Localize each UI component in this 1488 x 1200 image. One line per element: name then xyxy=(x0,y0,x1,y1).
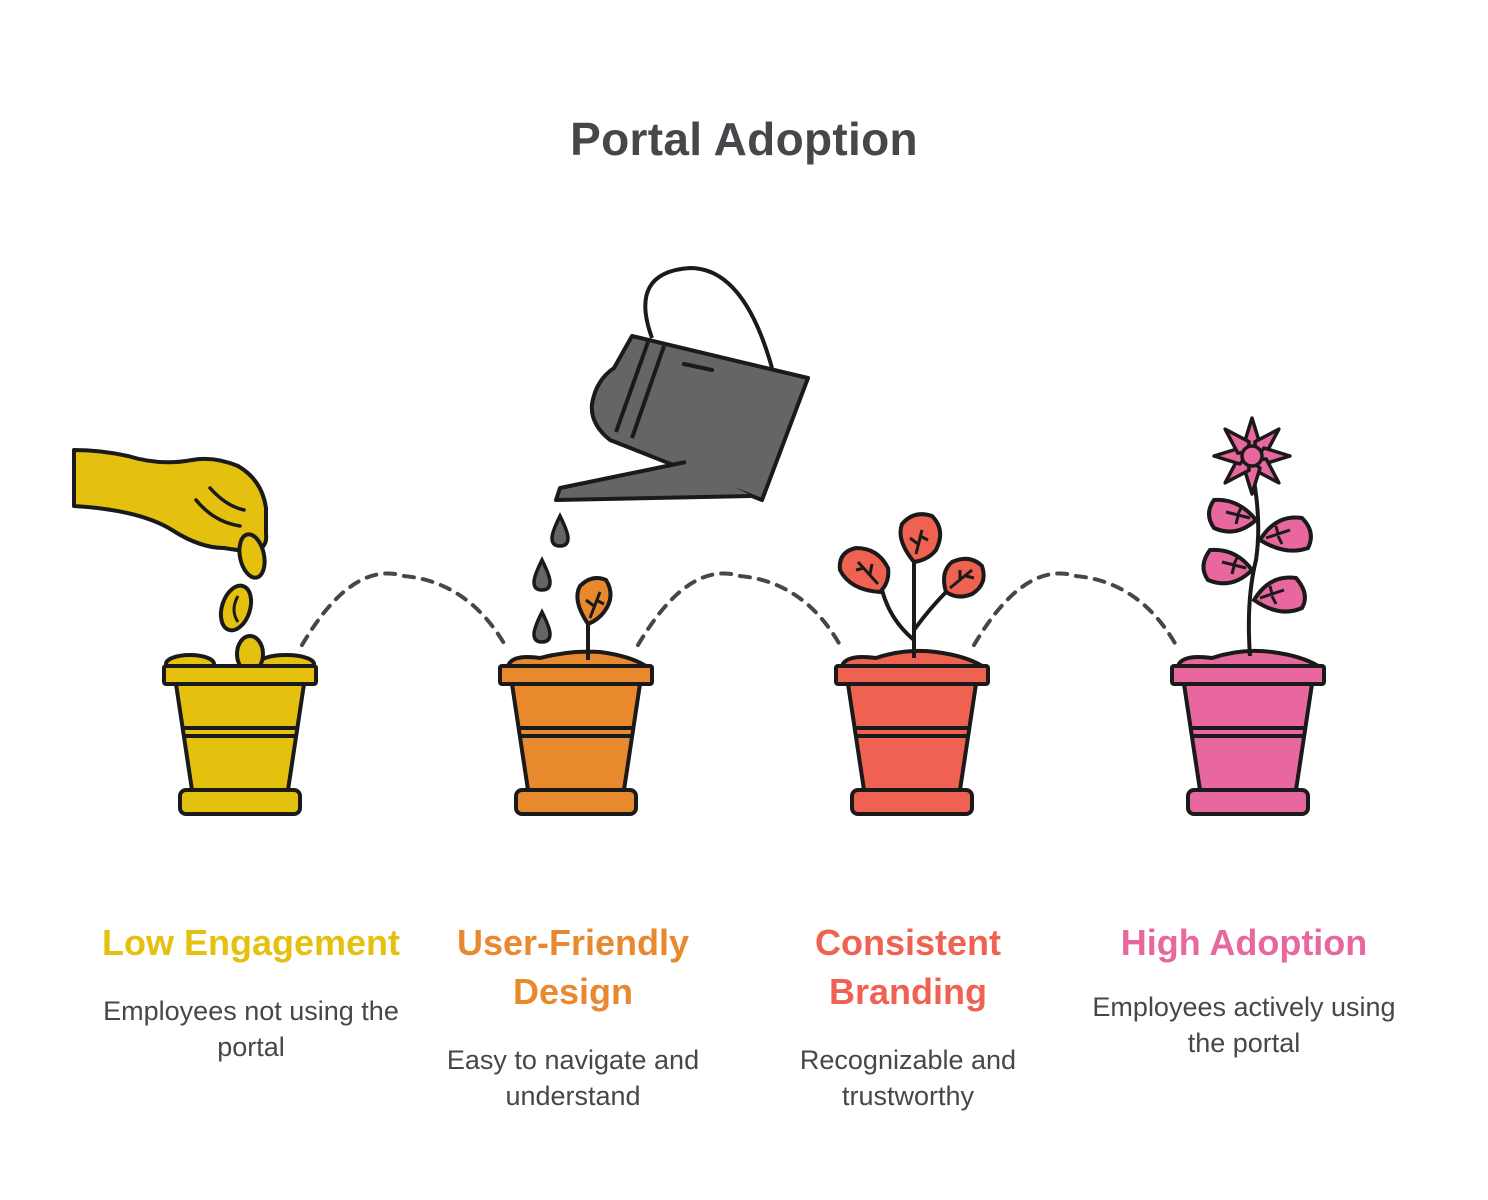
stage-description: Easy to navigate and understand xyxy=(446,1045,700,1111)
connector-arc-3 xyxy=(972,571,1178,647)
growing-plant-icon xyxy=(834,512,990,816)
leaf-icon xyxy=(1207,497,1259,534)
pot-icon xyxy=(162,664,318,816)
flowering-plant-icon xyxy=(1170,416,1326,816)
connector-arc-1 xyxy=(300,571,507,647)
stage-description: Employees actively using the portal xyxy=(1092,992,1396,1058)
stage-high-adoption: High Adoption Employees actively using t… xyxy=(1074,918,1414,1061)
stage-description: Employees not using the portal xyxy=(103,996,399,1062)
leaf-icon xyxy=(1251,575,1307,614)
stage-low-engagement: Low Engagement Employees not using the p… xyxy=(81,918,421,1065)
diagram-title: Portal Adoption xyxy=(570,113,918,165)
seed-icon xyxy=(218,583,254,633)
pot-icon xyxy=(1170,664,1326,816)
stage-consistent-branding: Consistent Branding Recognizable and tru… xyxy=(738,918,1078,1114)
watering-can-icon xyxy=(589,334,810,502)
leaf-icon xyxy=(1257,515,1313,553)
leaf-icon xyxy=(1201,547,1255,586)
stage-description: Recognizable and trustworthy xyxy=(799,1045,1017,1111)
seed-icon xyxy=(237,532,267,580)
hand-icon xyxy=(72,448,269,554)
stage-heading: Consistent Branding xyxy=(814,922,1001,1012)
water-drop-icon xyxy=(532,556,552,592)
flower-icon xyxy=(1212,416,1292,496)
pot-icon xyxy=(498,664,654,816)
hand-dropping-seeds-icon xyxy=(72,448,318,816)
connector-arcs xyxy=(300,571,1178,647)
water-drop-icon xyxy=(532,608,552,644)
leaf-icon xyxy=(575,576,613,627)
pot-icon xyxy=(834,664,990,816)
stage-heading: Low Engagement xyxy=(101,922,401,963)
stage-user-friendly-design: User-Friendly Design Easy to navigate an… xyxy=(403,918,743,1114)
stage-heading: User-Friendly Design xyxy=(456,922,690,1012)
watering-can-sprout-icon xyxy=(498,265,810,816)
connector-arc-2 xyxy=(636,571,842,647)
water-drop-icon xyxy=(550,512,570,548)
stage-heading: High Adoption xyxy=(1120,922,1368,963)
